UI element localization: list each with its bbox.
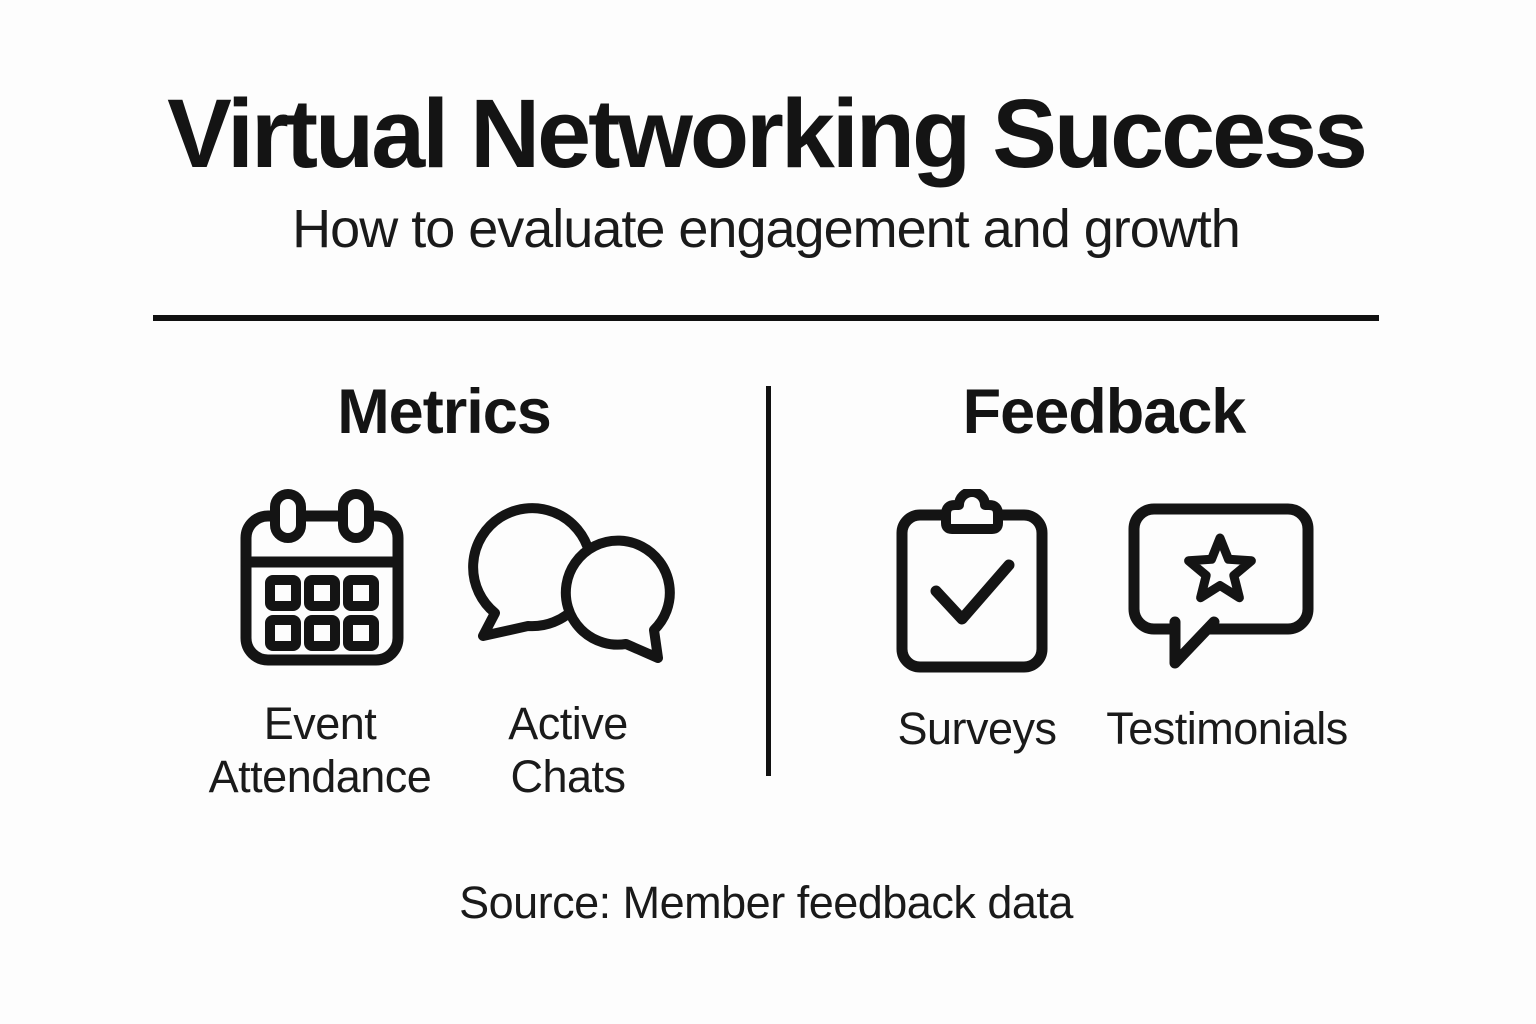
horizontal-divider <box>153 315 1379 321</box>
surveys-label: Surveys <box>897 703 1057 754</box>
calendar-icon <box>240 489 404 666</box>
clipboard-check-icon <box>896 489 1048 673</box>
active-chats-label: Active Chats <box>508 698 628 803</box>
event-attendance-label: Event Attendance <box>208 698 432 803</box>
vertical-divider <box>766 386 771 776</box>
source-text: Source: Member feedback data <box>459 877 1073 928</box>
testimonials-label: Testimonials <box>1106 703 1348 754</box>
chat-bubbles-icon <box>468 503 675 663</box>
metrics-heading: Metrics <box>337 377 552 447</box>
feedback-heading: Feedback <box>962 377 1247 447</box>
speech-bubble-star-icon <box>1128 503 1314 669</box>
page-subtitle: How to evaluate engagement and growth <box>292 199 1241 259</box>
page-title: Virtual Networking Success <box>167 79 1368 188</box>
